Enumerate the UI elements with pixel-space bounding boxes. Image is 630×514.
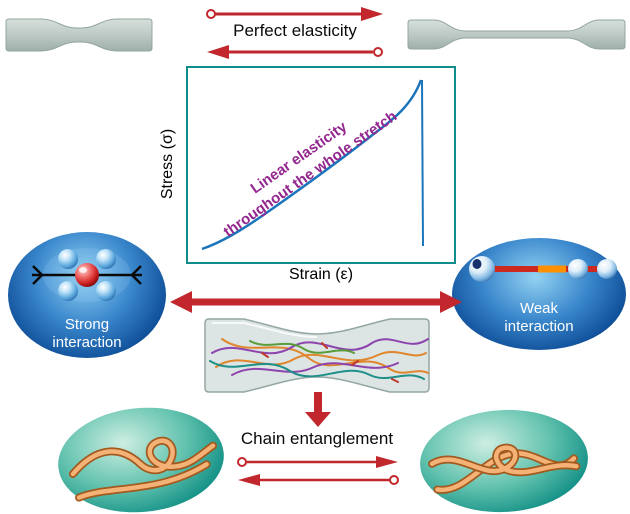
stress-strain-curve: Linear elasticity throughout the whole s… xyxy=(201,79,424,251)
y-axis-label: Stress (σ) xyxy=(159,128,176,200)
chain-weak-interaction-icon xyxy=(469,256,617,282)
specimen-relaxed-icon xyxy=(5,18,153,52)
entangled-chains-left-icon xyxy=(68,436,218,502)
specimen-stretched-icon xyxy=(407,19,626,50)
perfect-elasticity-arrows-icon xyxy=(206,7,383,59)
molecule-strong-interaction-icon xyxy=(32,248,142,302)
weak-interaction-bubble: Weak interaction xyxy=(452,238,626,350)
entangled-chains-right xyxy=(417,405,591,514)
equilibrium-arrows-icon xyxy=(237,456,399,486)
chain-entanglement-label: Chain entanglement xyxy=(240,429,394,448)
stress-strain-chart: Linear elasticity throughout the whole s… xyxy=(186,66,456,264)
weak-interaction-label-line1: Weak xyxy=(519,300,559,317)
strong-interaction-label-line1: Strong xyxy=(64,316,110,333)
strong-interaction-label-line2: interaction xyxy=(52,334,122,351)
strong-interaction-bubble: Strong interaction xyxy=(8,232,166,358)
x-axis-label: Strain (ε) xyxy=(288,266,354,283)
entangled-chains-right-icon xyxy=(428,443,581,494)
double-headed-arrow-icon xyxy=(170,291,462,313)
entangled-chains-left xyxy=(53,400,229,514)
weak-interaction-label-line2: interaction xyxy=(504,318,574,335)
chart-annotation-line2: throughout the whole stretch xyxy=(220,108,400,241)
down-arrow-icon xyxy=(305,392,331,427)
perfect-elasticity-label: Perfect elasticity xyxy=(233,21,357,40)
polymer-network-specimen-icon xyxy=(204,318,430,393)
